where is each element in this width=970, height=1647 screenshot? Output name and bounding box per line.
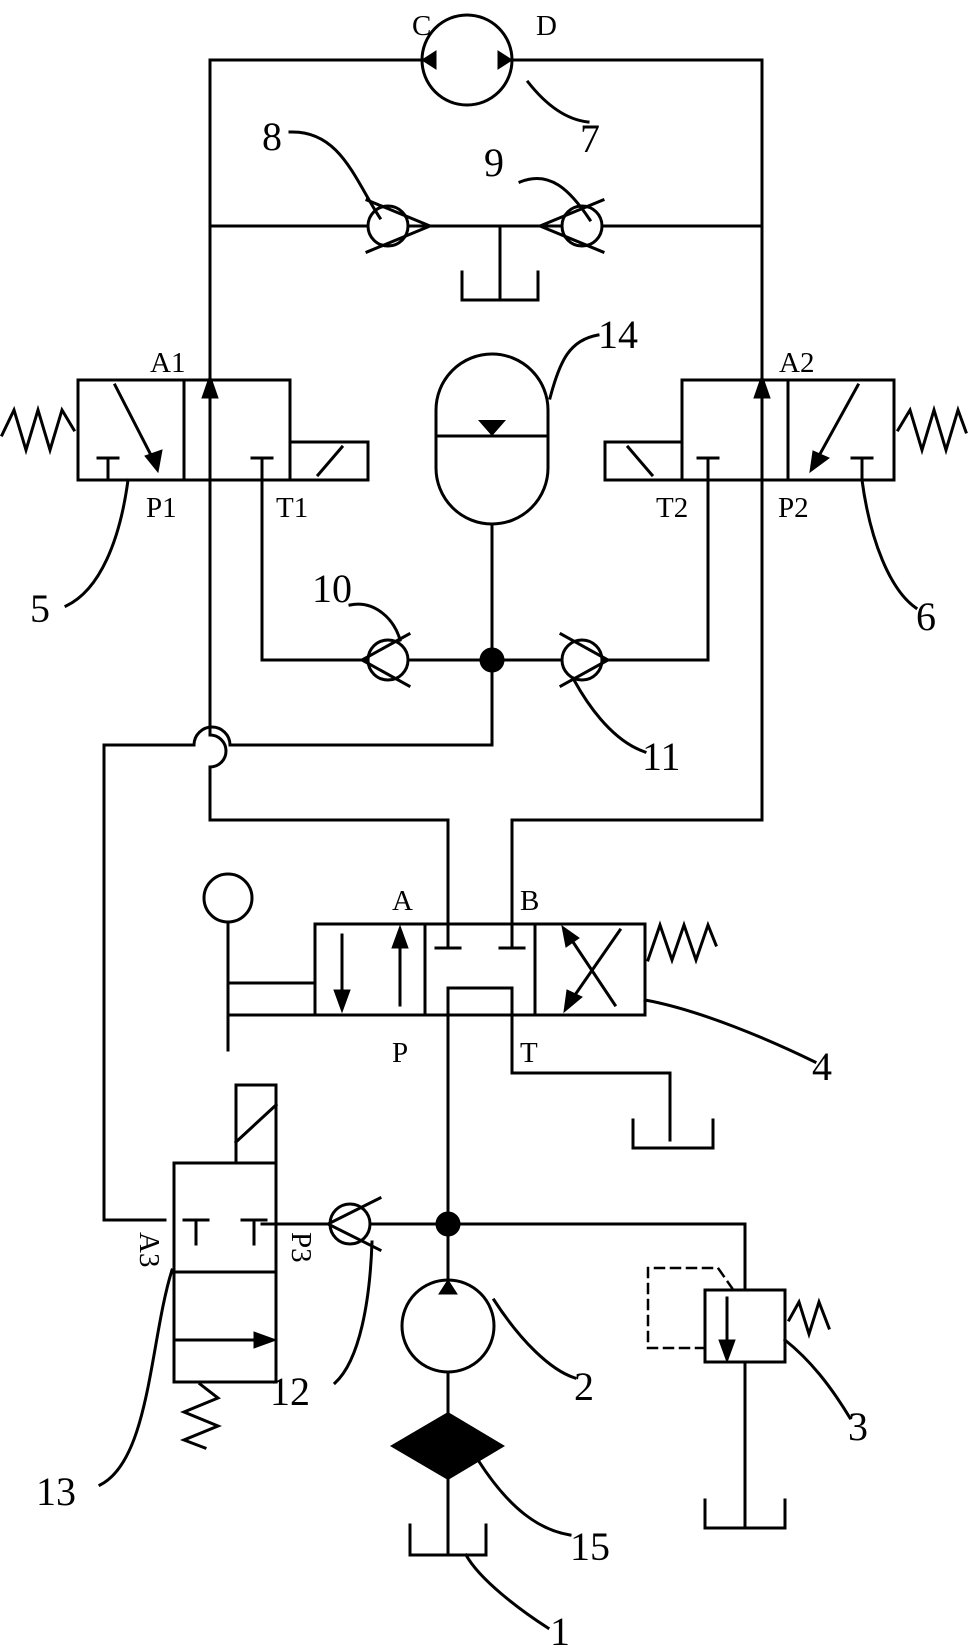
callout-1: 1 <box>550 1609 570 1647</box>
callout-9: 9 <box>484 140 504 185</box>
relief-valve-3 <box>648 1224 850 1528</box>
pump-assembly <box>390 1213 745 1628</box>
callout-5: 5 <box>30 586 50 631</box>
callout-numbers: 7 8 9 14 5 6 10 11 4 2 3 12 13 15 1 <box>30 114 936 1647</box>
callout-8: 8 <box>262 114 282 159</box>
callout-10: 10 <box>312 566 352 611</box>
callout-11: 11 <box>642 734 681 779</box>
callout-12: 12 <box>270 1369 310 1414</box>
callout-13: 13 <box>36 1469 76 1514</box>
callout-3: 3 <box>848 1404 868 1449</box>
port-label-b: B <box>520 885 539 917</box>
solenoid-valve-13 <box>100 1085 276 1485</box>
port-labels: C D A1 P1 T1 A2 T2 P2 A B P T A3 P3 <box>133 10 814 1267</box>
motor-lines <box>210 60 762 380</box>
port-label-p: P <box>392 1037 408 1069</box>
port-label-p2: P2 <box>778 492 809 524</box>
port-label-a3: A3 <box>133 1232 165 1267</box>
port-label-a: A <box>392 885 413 917</box>
port-label-t: T <box>520 1037 538 1069</box>
port-label-a2: A2 <box>779 347 814 379</box>
accumulator-14 <box>436 335 598 745</box>
port-label-a1: A1 <box>150 347 185 379</box>
check-valve-pair-8-9 <box>210 200 762 300</box>
callout-2: 2 <box>574 1364 594 1409</box>
port-label-d: D <box>536 10 557 42</box>
crossing-lines <box>104 480 762 1220</box>
callout-7: 7 <box>580 116 600 161</box>
port-label-p3: P3 <box>285 1232 317 1263</box>
callout-14: 14 <box>598 312 638 357</box>
port-label-p1: P1 <box>146 492 177 524</box>
callout-6: 6 <box>916 594 936 639</box>
directional-valve-4 <box>204 874 815 1224</box>
port-label-c: C <box>412 10 431 42</box>
hydraulic-motor-7 <box>422 15 512 105</box>
port-label-t1: T1 <box>276 492 308 524</box>
callout-4: 4 <box>812 1044 832 1089</box>
check-valve-pair-10-11 <box>362 634 608 686</box>
valve-5 <box>2 375 368 660</box>
callout-15: 15 <box>570 1524 610 1569</box>
port-label-t2: T2 <box>656 492 688 524</box>
